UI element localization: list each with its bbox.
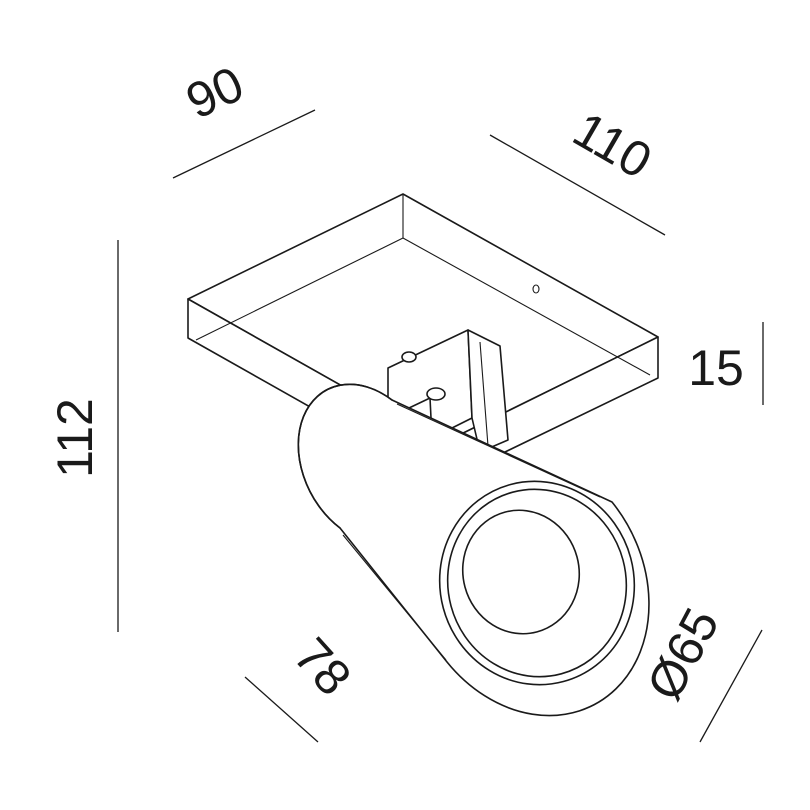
front-bezel-ring [446, 488, 628, 678]
dim-label-65: Ø65 [636, 599, 730, 709]
base-plate-inner-edge-right [402, 237, 651, 376]
front-bezel-outer [438, 480, 636, 686]
dim-line-90 [172, 109, 316, 179]
bracket-pivot-hub [426, 387, 446, 401]
cylinder-bottom-seam [342, 534, 447, 661]
cylinder-rear-cap [297, 383, 393, 529]
mounting-bracket [387, 329, 509, 453]
bracket-edge [479, 341, 489, 447]
dim-label-15: 15 [688, 340, 744, 396]
dim-label-112: 112 [47, 398, 103, 478]
screw-hole-icon [532, 284, 540, 294]
dim-label-90: 90 [178, 55, 252, 129]
base-plate-inner-edge-left [195, 237, 404, 341]
dim-line-78 [244, 676, 319, 743]
dim-line-65 [699, 629, 763, 743]
lens-opening [461, 509, 581, 635]
bracket-side [467, 329, 509, 453]
dim-line-110 [489, 134, 666, 236]
bracket-pivot-screw-icon [401, 351, 417, 363]
spotlight-head [297, 383, 650, 717]
cylinder-top-seam [396, 403, 601, 498]
dim-label-110: 110 [564, 101, 661, 189]
dim-label-78: 78 [283, 627, 362, 706]
